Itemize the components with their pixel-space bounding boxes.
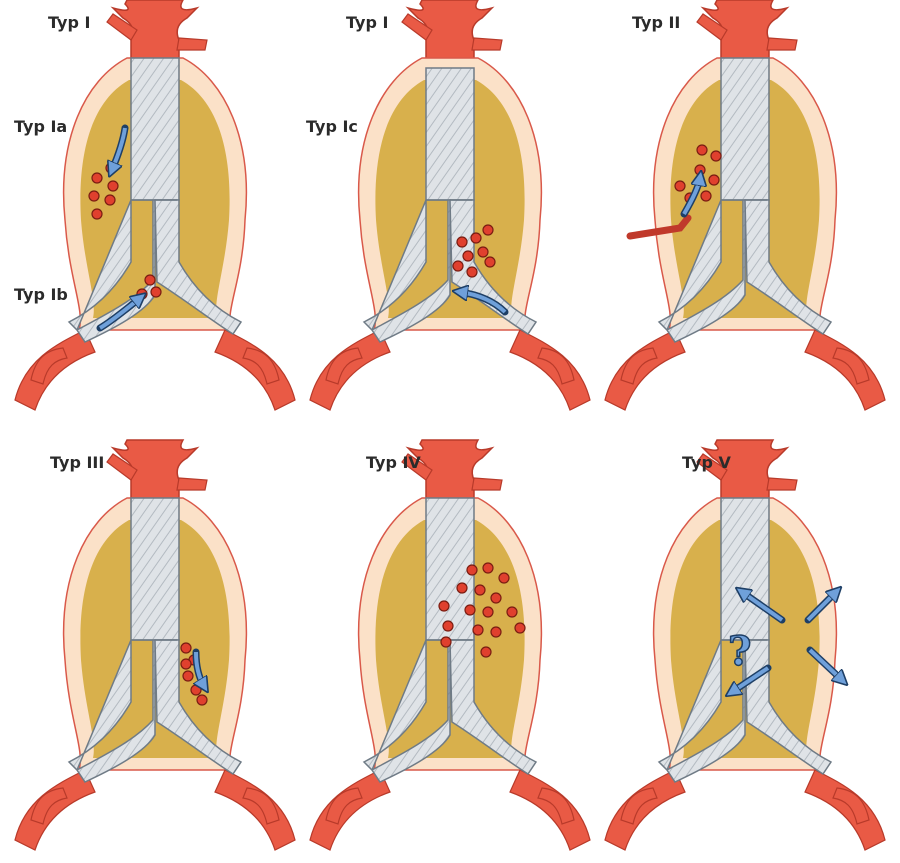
stent-graft-body <box>131 498 179 640</box>
blood-leak-dot <box>675 181 685 191</box>
panel-3-title: Typ II <box>632 13 680 32</box>
blood-leak-dot <box>491 593 501 603</box>
blood-leak-dot <box>92 209 102 219</box>
renal-artery-right <box>767 38 797 50</box>
iliac-artery-right <box>215 770 295 850</box>
renal-artery-right <box>767 478 797 490</box>
panel-1-title: Typ I <box>48 13 90 32</box>
stent-graft-body <box>131 58 179 200</box>
renal-artery-right <box>177 38 207 50</box>
blood-leak-dot <box>145 275 155 285</box>
blood-leak-dot <box>491 627 501 637</box>
blood-leak-dot <box>465 605 475 615</box>
blood-leak-dot <box>439 601 449 611</box>
iliac-artery-left <box>310 330 390 410</box>
blood-leak-dot <box>181 659 191 669</box>
blood-leak-dot <box>711 151 721 161</box>
panel-6-title: Typ V <box>682 453 731 472</box>
iliac-artery-right <box>215 330 295 410</box>
panel-4-title: Typ III <box>50 453 104 472</box>
panel-2-title: Typ I <box>346 13 388 32</box>
iliac-artery-right <box>805 770 885 850</box>
blood-leak-dot <box>515 623 525 633</box>
blood-leak-dot <box>105 195 115 205</box>
blood-leak-dot <box>151 287 161 297</box>
question-icon: ? <box>728 628 751 675</box>
blood-leak-dot <box>697 145 707 155</box>
blood-leak-dot <box>463 251 473 261</box>
panel-1-sublabel-ib: Typ Ib <box>14 285 68 304</box>
blood-leak-dot <box>89 191 99 201</box>
panel-3 <box>605 0 885 410</box>
blood-leak-dot <box>441 637 451 647</box>
renal-artery-right <box>177 478 207 490</box>
panel-2 <box>310 0 590 410</box>
panel-1-sublabel-ia: Typ Ia <box>14 117 67 136</box>
blood-leak-dot <box>478 247 488 257</box>
iliac-artery-left <box>310 770 390 850</box>
blood-leak-dot <box>483 607 493 617</box>
blood-leak-dot <box>183 671 193 681</box>
blood-leak-dot <box>457 237 467 247</box>
panel-5-title: Typ IV <box>366 453 421 472</box>
blood-leak-dot <box>191 685 201 695</box>
panel-4 <box>15 440 295 850</box>
blood-leak-dot <box>181 643 191 653</box>
renal-artery-right <box>472 38 502 50</box>
blood-leak-dot <box>471 233 481 243</box>
stent-graft-body <box>426 68 474 200</box>
blood-leak-dot <box>467 565 477 575</box>
blood-leak-dot <box>481 647 491 657</box>
blood-leak-dot <box>499 573 509 583</box>
blood-leak-dot <box>475 585 485 595</box>
blood-leak-dot <box>473 625 483 635</box>
blood-leak-dot <box>108 181 118 191</box>
blood-leak-dot <box>457 583 467 593</box>
iliac-artery-left <box>15 770 95 850</box>
blood-leak-dot <box>197 695 207 705</box>
blood-leak-dot <box>483 225 493 235</box>
panel-1 <box>15 0 295 410</box>
stent-graft-body <box>721 58 769 200</box>
blood-leak-dot <box>507 607 517 617</box>
iliac-artery-left <box>605 770 685 850</box>
blood-leak-dot <box>701 191 711 201</box>
blood-leak-dot <box>485 257 495 267</box>
blood-leak-dot <box>453 261 463 271</box>
stent-graft-body <box>721 498 769 640</box>
renal-artery-right <box>472 478 502 490</box>
iliac-artery-right <box>510 770 590 850</box>
blood-leak-dot <box>92 173 102 183</box>
iliac-artery-right <box>510 330 590 410</box>
iliac-artery-left <box>605 330 685 410</box>
iliac-artery-right <box>805 330 885 410</box>
blood-leak-dot <box>467 267 477 277</box>
blood-leak-dot <box>443 621 453 631</box>
blood-leak-dot <box>695 165 705 175</box>
iliac-artery-left <box>15 330 95 410</box>
blood-leak-dot <box>483 563 493 573</box>
panel-2-sublabel-ic: Typ Ic <box>306 117 358 136</box>
blood-leak-dot <box>709 175 719 185</box>
